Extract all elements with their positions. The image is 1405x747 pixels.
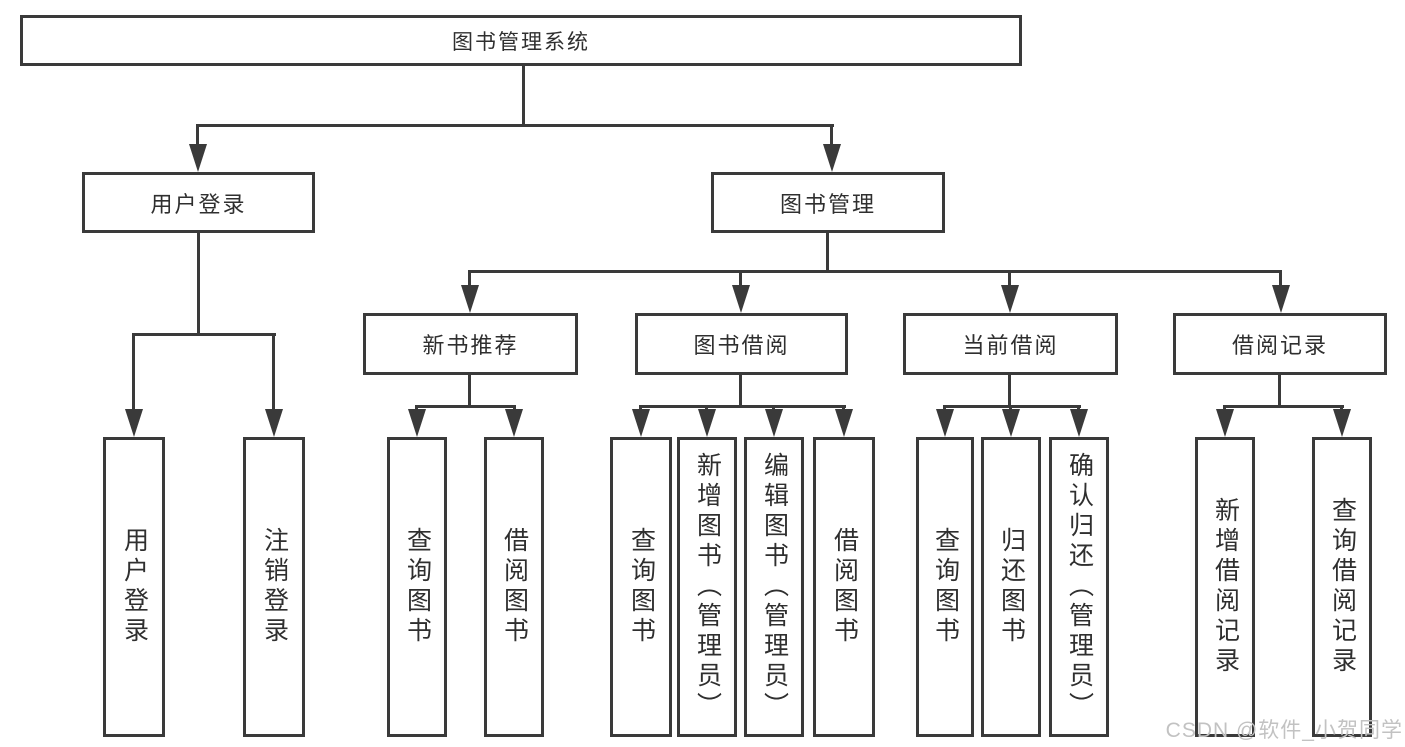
connector-line <box>1008 375 1011 407</box>
arrowhead-down-icon <box>1216 409 1234 437</box>
leaf-query-books-recommend: 查询图书 <box>387 437 447 737</box>
connector-line <box>132 333 276 336</box>
node-label: 新书推荐 <box>422 333 519 358</box>
node-book-borrowing: 图书借阅 <box>635 313 848 375</box>
leaf-borrow-books-recommend: 借阅图书 <box>484 437 544 737</box>
leaf-edit-books-admin: 编辑图书（管理员） <box>744 437 804 737</box>
arrowhead-down-icon <box>1272 285 1290 313</box>
node-label: 当前借阅 <box>962 333 1059 358</box>
leaf-label: 查询图书 <box>931 527 960 647</box>
leaf-borrow-books: 借阅图书 <box>813 437 875 737</box>
leaf-label: 归还图书 <box>997 527 1026 647</box>
leaf-label: 查询图书 <box>403 527 432 647</box>
leaf-label: 新增图书（管理员） <box>693 452 722 722</box>
connector-line <box>1223 405 1344 408</box>
node-borrow-records: 借阅记录 <box>1173 313 1387 375</box>
connector-line <box>1008 270 1011 290</box>
node-root-library-management-system: 图书管理系统 <box>20 15 1022 66</box>
leaf-label: 注销登录 <box>260 527 289 647</box>
connector-line <box>132 333 135 415</box>
connector-line <box>197 233 200 335</box>
node-new-book-recommendation: 新书推荐 <box>363 313 578 375</box>
connector-line <box>739 375 742 407</box>
arrowhead-down-icon <box>461 285 479 313</box>
arrowhead-down-icon <box>505 409 523 437</box>
leaf-label: 新增借阅记录 <box>1211 497 1240 677</box>
connector-line <box>943 405 1081 408</box>
connector-line <box>272 333 275 415</box>
arrowhead-down-icon <box>1333 409 1351 437</box>
arrowhead-down-icon <box>835 409 853 437</box>
arrowhead-down-icon <box>823 144 841 172</box>
connector-line <box>468 270 1282 273</box>
connector-line <box>1278 375 1281 407</box>
arrowhead-down-icon <box>189 144 207 172</box>
connector-line <box>468 270 471 290</box>
leaf-add-books-admin: 新增图书（管理员） <box>677 437 737 737</box>
node-label: 图书管理系统 <box>452 30 590 54</box>
connector-line <box>826 233 829 272</box>
leaf-label: 用户登录 <box>120 527 149 647</box>
connector-line <box>196 124 834 127</box>
arrowhead-down-icon <box>1001 285 1019 313</box>
connector-line <box>1279 270 1282 290</box>
leaf-user-login: 用户登录 <box>103 437 165 737</box>
leaf-logout: 注销登录 <box>243 437 305 737</box>
arrowhead-down-icon <box>1002 409 1020 437</box>
leaf-label: 借阅图书 <box>500 527 529 647</box>
leaf-confirm-return-admin: 确认归还（管理员） <box>1049 437 1109 737</box>
leaf-add-borrow-record: 新增借阅记录 <box>1195 437 1255 737</box>
csdn-watermark: CSDN @软件_小贺同学 <box>1165 719 1403 742</box>
leaf-label: 确认归还（管理员） <box>1065 452 1094 722</box>
arrowhead-down-icon <box>125 409 143 437</box>
arrowhead-down-icon <box>1070 409 1088 437</box>
node-label: 用户登录 <box>150 191 247 217</box>
connector-line <box>415 405 516 408</box>
leaf-label: 借阅图书 <box>830 527 859 647</box>
leaf-return-books: 归还图书 <box>981 437 1041 737</box>
node-label: 图书借阅 <box>693 333 790 358</box>
leaf-label: 查询借阅记录 <box>1328 497 1357 677</box>
connector-line <box>739 270 742 290</box>
leaf-query-borrow-record: 查询借阅记录 <box>1312 437 1372 737</box>
connector-line <box>522 66 525 124</box>
arrowhead-down-icon <box>936 409 954 437</box>
connector-line <box>196 124 199 158</box>
connector-line <box>468 375 471 407</box>
connector-line <box>830 124 833 158</box>
node-user-login: 用户登录 <box>82 172 315 233</box>
leaf-query-books-current: 查询图书 <box>916 437 974 737</box>
arrowhead-down-icon <box>265 409 283 437</box>
leaf-query-books-borrowing: 查询图书 <box>610 437 672 737</box>
arrowhead-down-icon <box>732 285 750 313</box>
node-book-management: 图书管理 <box>711 172 945 233</box>
node-label: 图书管理 <box>779 191 876 217</box>
arrowhead-down-icon <box>765 409 783 437</box>
arrowhead-down-icon <box>408 409 426 437</box>
leaf-label: 查询图书 <box>627 527 656 647</box>
node-current-borrowing: 当前借阅 <box>903 313 1118 375</box>
node-label: 借阅记录 <box>1231 333 1328 358</box>
connector-line <box>639 405 846 408</box>
leaf-label: 编辑图书（管理员） <box>760 452 789 722</box>
arrowhead-down-icon <box>632 409 650 437</box>
arrowhead-down-icon <box>698 409 716 437</box>
